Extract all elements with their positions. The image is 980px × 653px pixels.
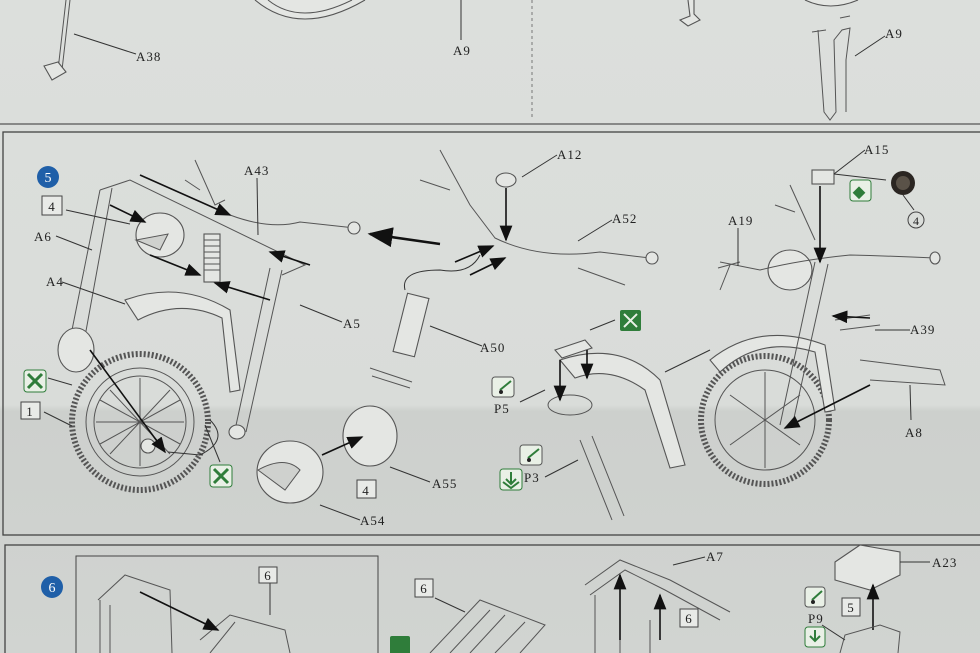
cut-icon: [390, 636, 410, 653]
box-4-bottom: 4: [356, 479, 377, 499]
box-4-bottom-text: 4: [362, 483, 370, 498]
step5-panel: 5: [2, 131, 980, 536]
box-6-b: 6: [414, 578, 434, 598]
box-6-c: 6: [679, 608, 699, 628]
label-a55: A55: [432, 476, 457, 491]
box-4-top-text: 4: [48, 199, 56, 214]
headlight-exploded-drawing: [256, 405, 398, 504]
step6-panel: 6 6 6 A7: [4, 544, 980, 653]
label-p9: P9: [808, 611, 824, 626]
label-a50: A50: [480, 340, 505, 355]
press-down-icon: [499, 468, 523, 491]
label-a15: A15: [864, 142, 889, 157]
label-a7: A7: [706, 549, 724, 564]
label-a43: A43: [244, 163, 269, 178]
label-a38: A38: [136, 49, 161, 64]
glue-icon: [491, 376, 515, 398]
front-fork-exploded-drawing: [57, 159, 441, 493]
top-panel: A38 A9 A9: [0, 0, 980, 125]
do-not-glue-icon: [209, 464, 233, 488]
label-a23: A23: [932, 555, 957, 570]
glue-icon: [519, 444, 543, 466]
step6-badge: 6: [41, 576, 63, 598]
label-p3: P3: [524, 470, 540, 485]
cut-icon: [620, 310, 641, 331]
label-a5: A5: [343, 316, 361, 331]
box-6-a: 6: [258, 566, 278, 584]
handlebar-shock-drawing: [369, 149, 659, 389]
label-a54: A54: [360, 513, 385, 528]
label-a6: A6: [34, 229, 52, 244]
box-6-a-text: 6: [264, 568, 272, 583]
box-6-c-text: 6: [685, 611, 693, 626]
step6-number: 6: [49, 581, 56, 596]
label-p5: P5: [494, 401, 510, 416]
step5-number: 5: [45, 171, 52, 186]
box-5: 5: [841, 597, 861, 617]
box-1-text: 1: [26, 404, 34, 419]
wheel-partial-drawing: [254, 0, 366, 20]
label-a52: A52: [612, 211, 637, 226]
do-not-glue-icon: [23, 369, 47, 393]
step6-drawings: [97, 544, 930, 653]
press-down-icon: [804, 626, 826, 648]
step5-badge: 5: [37, 166, 59, 188]
circle-4-callout: 4: [907, 211, 925, 229]
label-a9-left: A9: [453, 43, 471, 58]
label-a12: A12: [557, 147, 582, 162]
rear-fender-exploded-drawing: [547, 339, 711, 521]
stand-part-drawing: [678, 0, 886, 121]
box-6-b-text: 6: [420, 581, 428, 596]
box-1: 1: [20, 401, 41, 420]
step5-leader-lines: [43, 149, 915, 521]
assembled-front-drawing: [698, 169, 946, 487]
label-a19: A19: [728, 213, 753, 228]
glue-icon: [804, 586, 826, 608]
part-a38-drawing: [43, 0, 137, 81]
label-a8: A8: [905, 425, 923, 440]
label-a39: A39: [910, 322, 935, 337]
circle-4-text: 4: [913, 214, 919, 228]
label-a4: A4: [46, 274, 64, 289]
box-4-top: 4: [41, 195, 63, 216]
label-a9-right: A9: [885, 26, 903, 41]
paint-icon: [849, 179, 872, 202]
box-5-text: 5: [847, 600, 855, 615]
